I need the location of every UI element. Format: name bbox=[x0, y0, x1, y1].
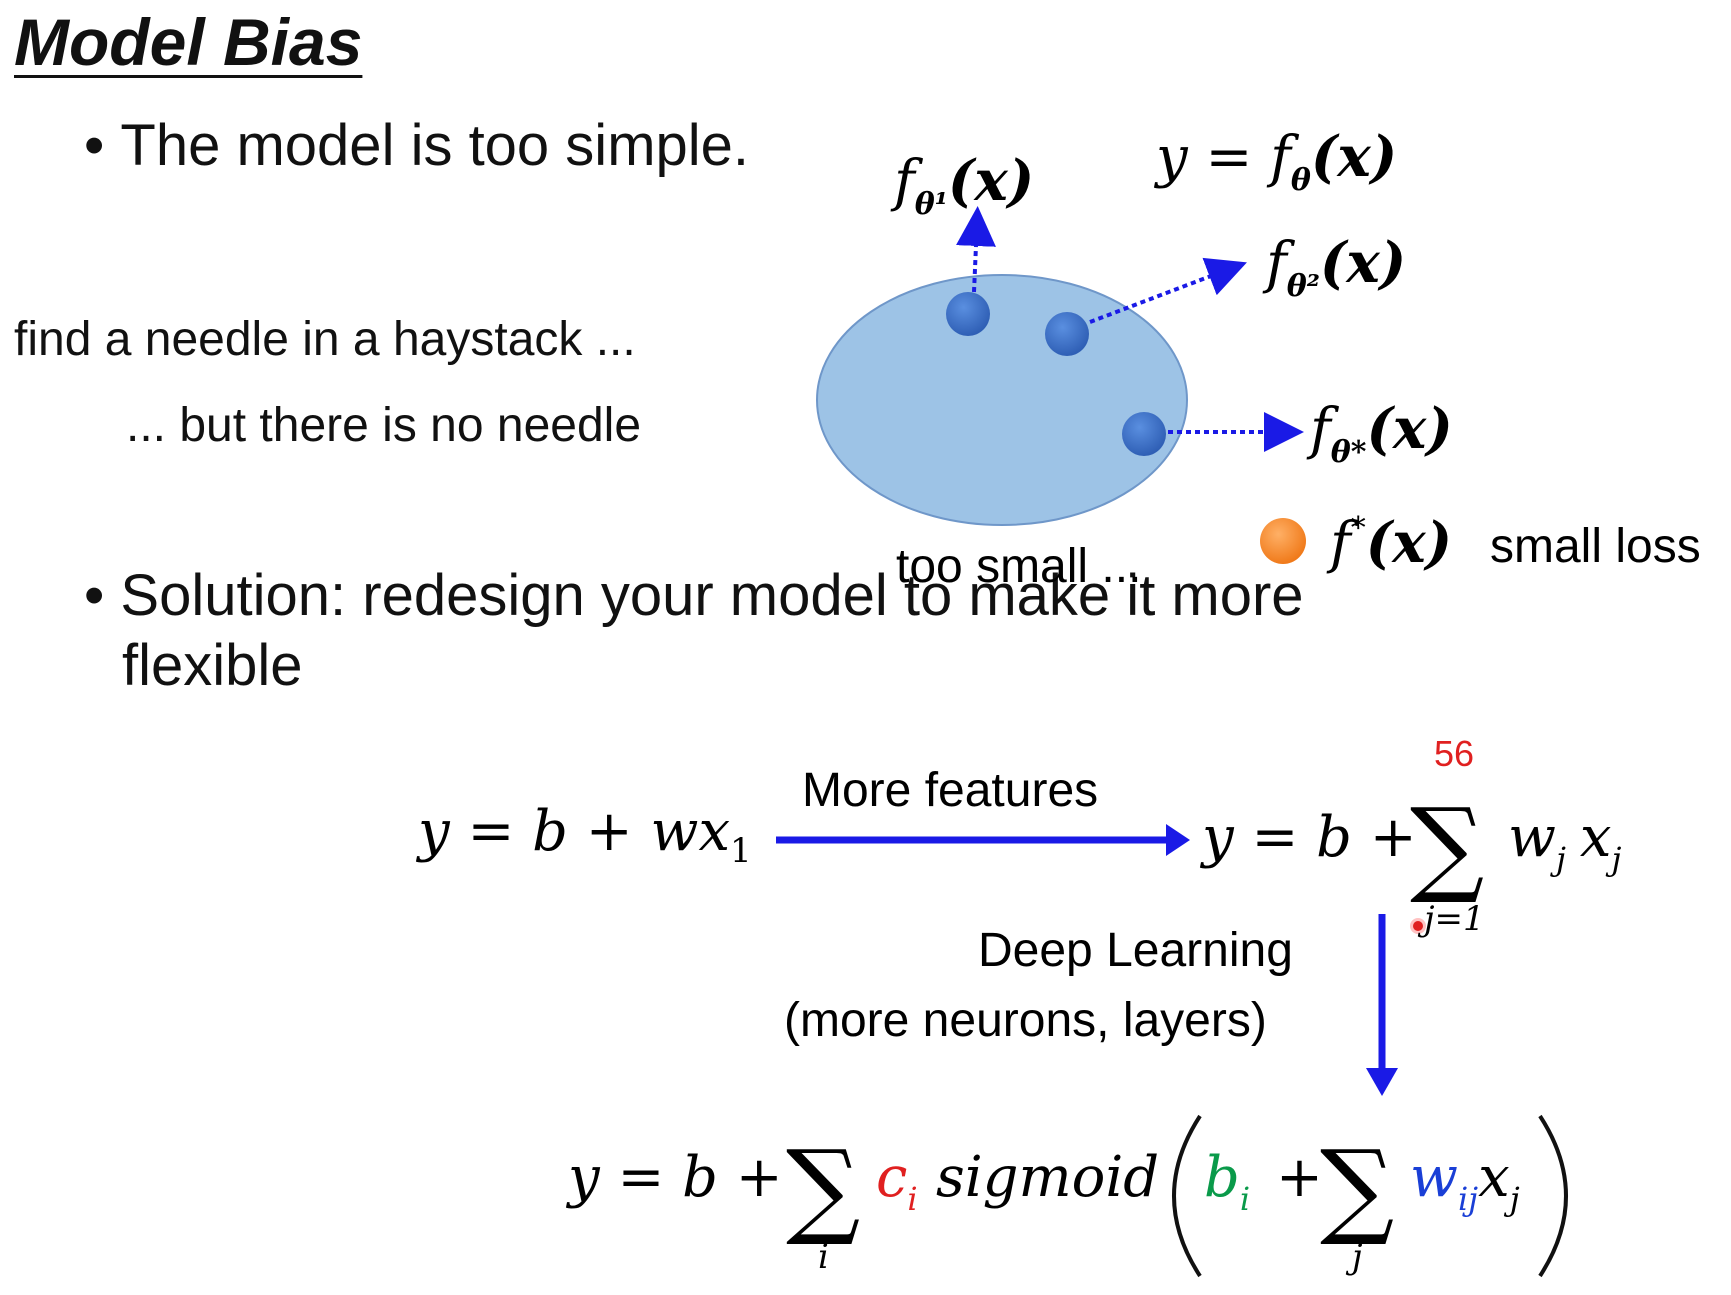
bullet-dot: • bbox=[84, 563, 121, 628]
f-theta-star-label: fθ*(x) bbox=[1306, 396, 1453, 470]
bullet-dot: • bbox=[84, 113, 121, 178]
eq-linear: y = b + wx1 bbox=[415, 799, 752, 871]
sum-index-i: i bbox=[818, 1237, 829, 1277]
sigmoid-label: sigmoid bbox=[936, 1145, 1159, 1210]
sum-upper-limit: 56 bbox=[1434, 733, 1474, 774]
bullet-1: • The model is too simple. bbox=[84, 112, 749, 179]
coef-c-i: ci bbox=[876, 1145, 918, 1218]
theta2-arrow bbox=[1089, 257, 1247, 324]
eq-sum-left: y = b + bbox=[1199, 805, 1417, 870]
eq-deep-left: y = b + bbox=[565, 1145, 783, 1210]
more-features-label: More features bbox=[802, 764, 1098, 817]
bullet-2: • Solution: redesign your model to make … bbox=[84, 562, 1304, 629]
bias-b-i: bi bbox=[1204, 1145, 1250, 1218]
sum-lower-limit: j=1 bbox=[1417, 899, 1485, 939]
model-space-ellipse bbox=[816, 274, 1188, 526]
more-features-arrow-head bbox=[1166, 824, 1190, 856]
sum-symbol-j: ∑ bbox=[1320, 1127, 1394, 1249]
theta1-arrow bbox=[955, 206, 996, 293]
right-paren bbox=[1538, 1114, 1568, 1278]
too-small-label: too small ... bbox=[896, 540, 1141, 593]
plus-sign: + bbox=[1276, 1145, 1323, 1210]
bullet-2-text: Solution: redesign your model to make it… bbox=[120, 563, 1304, 628]
theta1-dot bbox=[946, 292, 990, 336]
sum-symbol-i: ∑ bbox=[786, 1127, 860, 1249]
f-star-dot bbox=[1260, 518, 1306, 564]
weights-w-ij: wijxj bbox=[1410, 1145, 1520, 1218]
f-star-label: f*(x) bbox=[1326, 510, 1452, 576]
theta2-dot bbox=[1045, 312, 1089, 356]
slide-title: Model Bias bbox=[14, 5, 363, 79]
sum-symbol-1: ∑ bbox=[1410, 785, 1484, 907]
theta-star-dot bbox=[1122, 412, 1166, 456]
pointer-dot bbox=[1413, 921, 1423, 931]
bullet-1-text: The model is too simple. bbox=[120, 113, 750, 178]
f-theta1-label: fθ¹(x) bbox=[890, 148, 1034, 222]
needle-line-2: ... but there is no needle bbox=[126, 399, 642, 452]
deep-learning-label: Deep Learning bbox=[978, 924, 1293, 977]
small-loss-label: small loss bbox=[1490, 520, 1701, 573]
left-paren bbox=[1172, 1114, 1202, 1278]
y-eq-f-theta: y = fθ(x) bbox=[1153, 124, 1397, 198]
deep-learning-arrow-head bbox=[1366, 1068, 1398, 1096]
bullet-2-line-2: flexible bbox=[122, 633, 303, 698]
needle-line-1: find a needle in a haystack ... bbox=[14, 313, 636, 366]
deep-learning-sublabel: (more neurons, layers) bbox=[784, 994, 1267, 1047]
f-theta2-label: fθ²(x) bbox=[1262, 230, 1406, 304]
